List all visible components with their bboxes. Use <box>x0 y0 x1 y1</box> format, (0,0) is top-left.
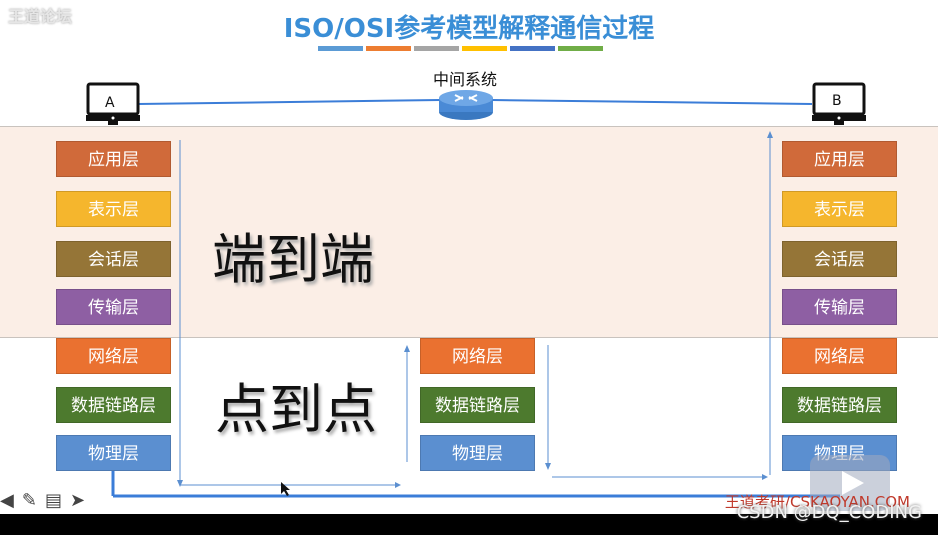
host-b-label: B <box>832 93 842 109</box>
title-bar-3 <box>414 46 459 51</box>
router-network-layer: 网络层 <box>420 338 535 374</box>
page-title: ISO/OSI参考模型解释通信过程 <box>283 14 655 44</box>
router-icon <box>439 90 493 120</box>
host-a-computer-icon <box>86 82 140 125</box>
host-b-application-layer: 应用层 <box>782 141 897 177</box>
host-b-transport-layer: 传输层 <box>782 289 897 325</box>
bottom-black-bar <box>0 514 938 535</box>
host-a-label: A <box>105 95 115 111</box>
video-play-overlay[interactable] <box>810 455 890 511</box>
host-a-datalink-layer: 数据链路层 <box>56 387 171 423</box>
host-a-presentation-layer: 表示层 <box>56 191 171 227</box>
host-b-datalink-layer: 数据链路层 <box>782 387 897 423</box>
host-b-presentation-layer: 表示层 <box>782 191 897 227</box>
slide-toolbar: ◀ ✎ ▤ ➤ <box>0 490 85 511</box>
host-a-application-layer: 应用层 <box>56 141 171 177</box>
wangdao-watermark: 王道考研/CSKAOYAN.COM <box>724 493 910 511</box>
mouse-cursor-icon <box>281 482 290 496</box>
host-b-network-layer: 网络层 <box>782 338 897 374</box>
forum-watermark: 王道论坛 <box>8 7 73 26</box>
title-bar-1 <box>318 46 363 51</box>
title-bar-2 <box>366 46 411 51</box>
host-b-session-layer: 会话层 <box>782 241 897 277</box>
host-a-physical-layer: 物理层 <box>56 435 171 471</box>
csdn-watermark: CSDN @DQ_CODING <box>736 502 922 523</box>
host-a-session-layer: 会话层 <box>56 241 171 277</box>
end-to-end-label: 端到端 <box>212 228 374 291</box>
menu-icon[interactable]: ▤ <box>44 490 62 511</box>
middle-system-label: 中间系统 <box>433 70 498 89</box>
host-a-transport-layer: 传输层 <box>56 289 171 325</box>
host-a-network-layer: 网络层 <box>56 338 171 374</box>
title-bar-5 <box>510 46 555 51</box>
router-datalink-layer: 数据链路层 <box>420 387 535 423</box>
title-bar-6 <box>558 46 603 51</box>
host-b-computer-icon <box>812 82 866 125</box>
arrow-left-icon[interactable]: ◀ <box>0 490 14 511</box>
point-to-point-label: 点到点 <box>215 378 377 441</box>
title-underline-bars <box>318 46 603 52</box>
link-router-b <box>491 99 813 105</box>
play-icon <box>842 471 864 495</box>
link-a-router <box>137 99 441 105</box>
arrow-right-icon[interactable]: ➤ <box>69 490 86 511</box>
pen-icon[interactable]: ✎ <box>21 490 37 511</box>
router-physical-layer: 物理层 <box>420 435 535 471</box>
title-bar-4 <box>462 46 507 51</box>
